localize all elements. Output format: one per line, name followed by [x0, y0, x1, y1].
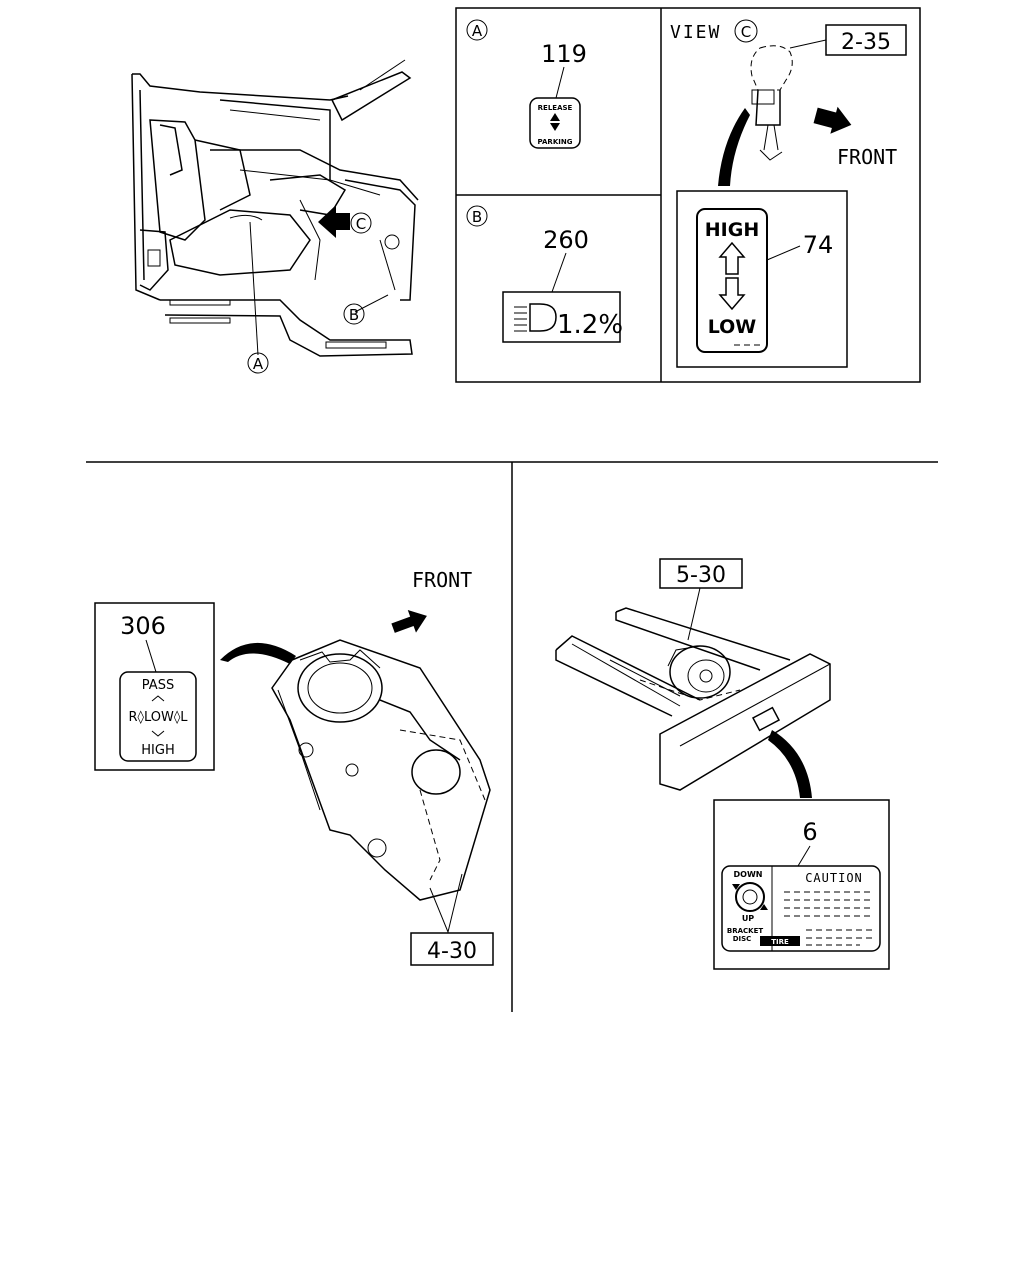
parking-label: PARKING [538, 138, 573, 146]
front-arrow-icon [813, 106, 852, 134]
cab-interior-illustration [131, 59, 419, 357]
rlowl-label: R◊LOW◊L [129, 710, 189, 725]
low-label: LOW [708, 316, 757, 338]
headlight-icon [514, 303, 557, 332]
view-c-front-label: FRONT [837, 145, 897, 169]
lower-left-front-label: FRONT [412, 568, 472, 592]
ref-5-30-box [659, 558, 743, 589]
disc-label: DISC [733, 935, 752, 943]
release-parking-arrows-icon [550, 113, 560, 131]
part-306-number: 306 [120, 612, 166, 640]
rotate-arrows-icon [735, 882, 765, 912]
part-260-number: 260 [543, 226, 589, 254]
ref-4-30: 4-30 [427, 939, 477, 964]
arrow-up-outline-icon [718, 241, 746, 275]
part-6-number: 6 [802, 818, 817, 846]
arrow-down-outline-icon [718, 277, 746, 311]
curved-pointer-arrow [718, 108, 750, 186]
detail-b: B 260 1.2% [466, 205, 623, 343]
combination-switch-illustration [271, 639, 491, 901]
view-c-letter: C [741, 23, 751, 41]
ref-2-35: 2-35 [841, 30, 891, 55]
ref-4-30-box [410, 932, 494, 966]
detail-a-letter: A [472, 22, 483, 40]
view-label: VIEW [670, 22, 721, 43]
ref-5-30: 5-30 [676, 563, 726, 588]
callout-b-label: B [349, 306, 359, 324]
lower-right-section: 5-30 6 DOWN [555, 558, 890, 970]
callout-b-bubble: B [343, 303, 365, 325]
shift-lever-illustration [750, 45, 793, 161]
part-306-box [94, 602, 215, 771]
caution-label: CAUTION [805, 871, 863, 885]
part-74-number: 74 [803, 231, 834, 259]
tire-label: TIRE [771, 938, 789, 946]
callout-a-label: A [253, 355, 264, 373]
up-label: UP [742, 914, 754, 923]
parking-brake-decal [529, 97, 581, 149]
part-74-box [676, 190, 848, 368]
spare-tire-caution-decal [721, 865, 881, 952]
headlight-percent: 1.2% [557, 310, 623, 340]
bracket-label: BRACKET [727, 927, 763, 935]
curved-pointer-arrow [768, 730, 812, 798]
callout-c-label: C [356, 215, 366, 233]
curved-pointer-arrow [220, 642, 296, 664]
pass-label: PASS [142, 678, 174, 693]
detail-view-c: VIEW C 2-35 FRONT HIGH LOW 74 [670, 19, 907, 368]
headlight-leveling-decal [502, 291, 621, 343]
high-small-label: HIGH [141, 743, 174, 758]
front-arrow-icon [391, 610, 427, 633]
dimmer-switch-decal [119, 671, 197, 762]
down-label: DOWN [734, 870, 763, 879]
part-6-box [713, 799, 890, 970]
detail-b-letter: B [472, 208, 482, 226]
high-low-decal [696, 208, 768, 353]
part-119-number: 119 [541, 40, 587, 68]
spare-tire-carrier-illustration [555, 607, 831, 791]
lower-left-section: FRONT 306 PASS R◊LOW◊L HIGH [94, 568, 494, 966]
callout-a-bubble: A [247, 352, 269, 374]
caution-text-lines [784, 891, 872, 946]
callout-c-bubble: C [350, 212, 372, 234]
detail-a: A 119 RELEASE PARKING [466, 19, 587, 149]
high-label: HIGH [705, 219, 759, 241]
release-label: RELEASE [538, 104, 573, 112]
